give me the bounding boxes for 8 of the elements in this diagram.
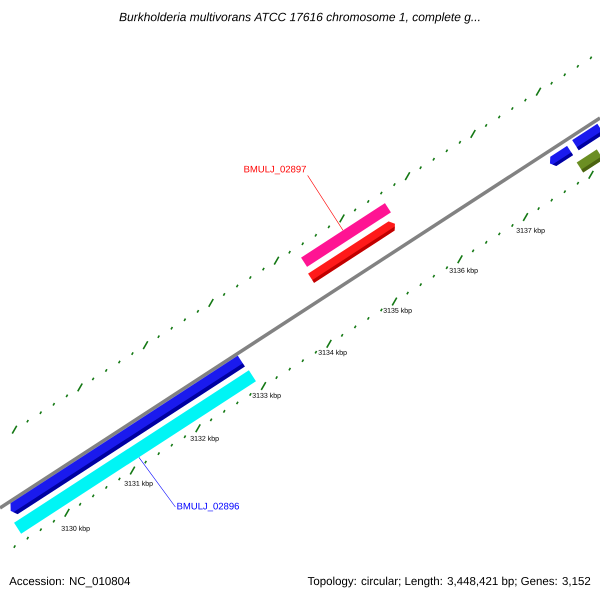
title: Burkholderia multivorans ATCC 17616 chromosome 1, complete g... [119, 12, 480, 24]
gene-label: BMULJ_02896 [177, 502, 239, 512]
footer-text: Accession: NC_010804 [9, 576, 130, 588]
leader-line [307, 175, 344, 230]
gene-bar [301, 203, 391, 267]
leader-line [138, 457, 176, 508]
footer-text: Topology: circular; Length: 3,448,421 bp; Genes: 3,152 [308, 576, 590, 588]
gene-label: BMULJ_02897 [244, 166, 306, 174]
